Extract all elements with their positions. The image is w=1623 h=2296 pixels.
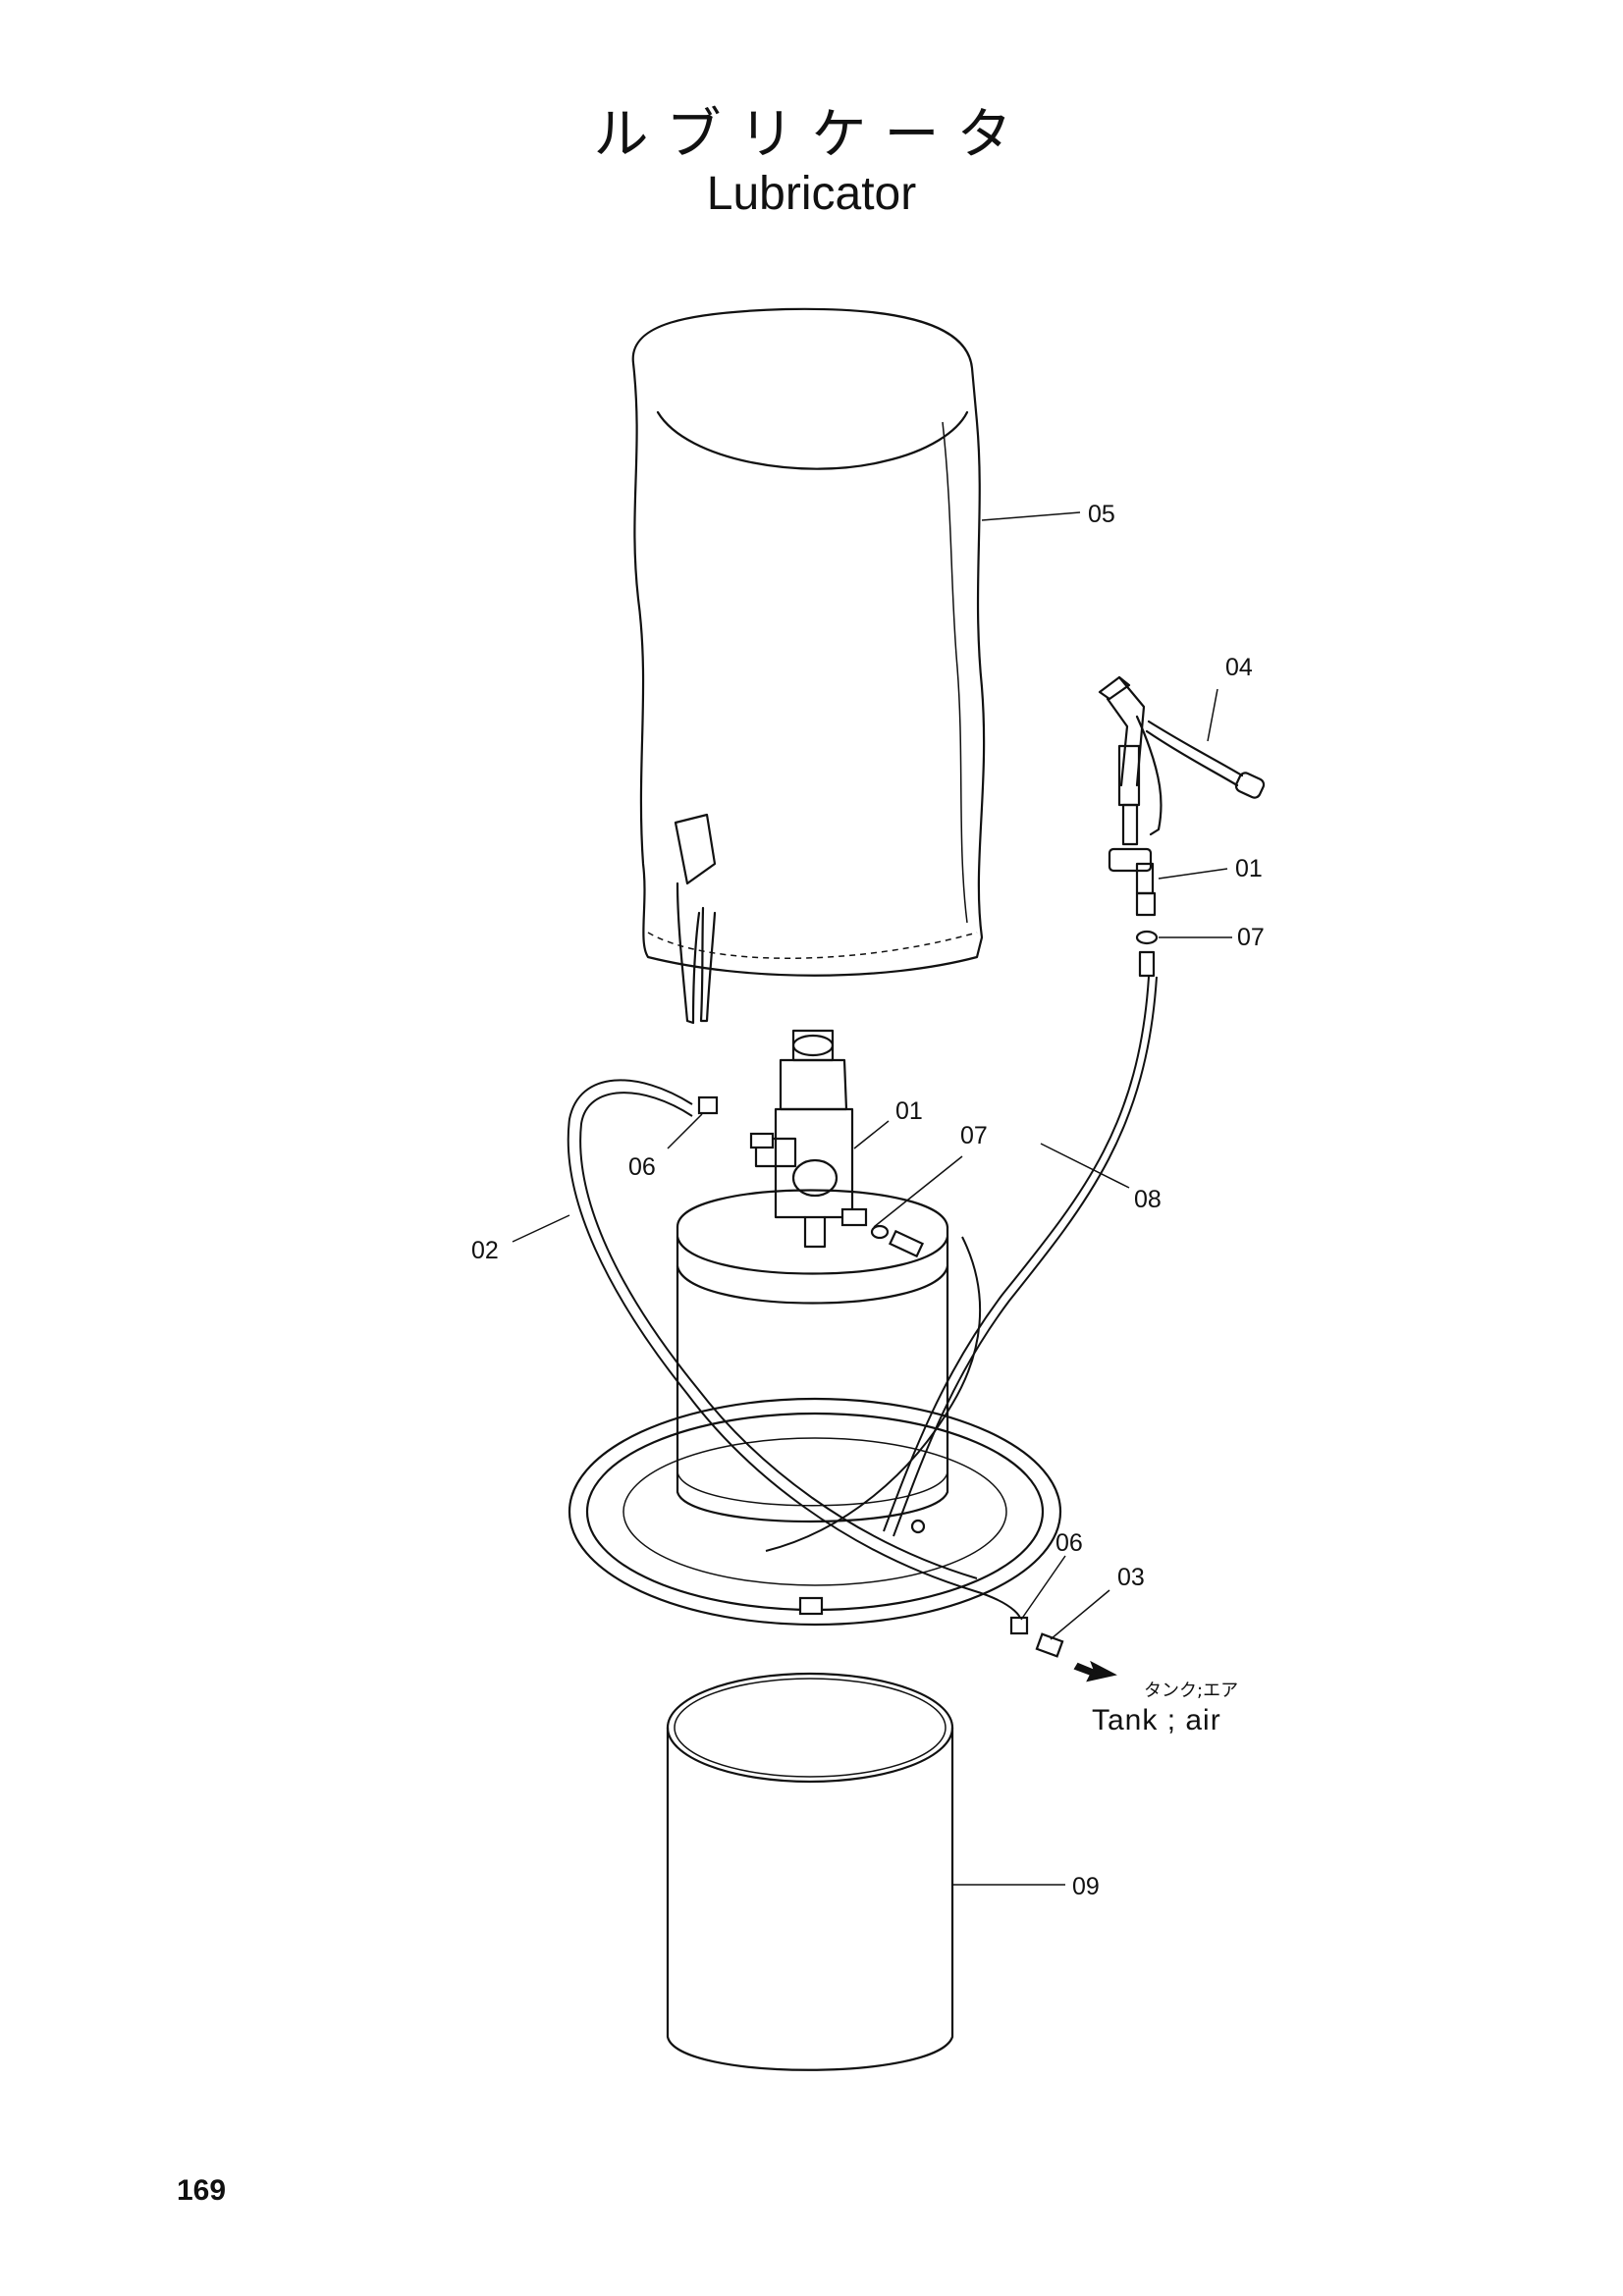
washer-top — [1135, 930, 1159, 945]
page-number: 169 — [177, 2174, 227, 2207]
hose-08-outer — [893, 976, 1158, 1537]
title-english: Lubricator — [706, 168, 917, 220]
hose-connector — [888, 1229, 925, 1258]
callout-06-left: 06 — [628, 1153, 656, 1181]
hose-loop-right — [765, 1236, 982, 1552]
callout-03: 03 — [1117, 1564, 1145, 1591]
drum-container — [676, 1189, 949, 1523]
callout-08: 08 — [1134, 1186, 1162, 1213]
callout-05: 05 — [1088, 501, 1115, 528]
title-japanese: ルブリケータ — [593, 103, 1030, 167]
destination-english: Tank ; air — [1092, 1704, 1221, 1736]
hose-02-inner — [579, 1092, 978, 1579]
callout-09: 09 — [1072, 1873, 1100, 1900]
outlet-arrow-icon — [1073, 1660, 1117, 1682]
callout-04: 04 — [1225, 654, 1253, 681]
callout-07-mid: 07 — [960, 1122, 988, 1149]
fitting-left — [749, 1132, 775, 1149]
leader-lines — [512, 511, 1232, 1886]
hose-02 — [567, 1079, 1022, 1630]
clamp-06-bottom — [1009, 1616, 1029, 1635]
destination-japanese: タンク;エア — [1144, 1681, 1238, 1701]
fitting-right — [840, 1207, 868, 1227]
callout-02: 02 — [471, 1237, 499, 1264]
grease-gun-valve — [1098, 675, 1266, 917]
base-plate — [568, 1397, 1062, 1627]
pail-bucket — [666, 1672, 954, 2071]
callout-06-bottom: 06 — [1055, 1529, 1083, 1557]
coupling-joint — [798, 1596, 824, 1616]
hose-08 — [883, 976, 1150, 1532]
hose-fitting-top — [1138, 950, 1156, 978]
nipple-03 — [1035, 1632, 1064, 1658]
clamp-06-top — [697, 1095, 719, 1115]
washer-mid — [870, 1224, 890, 1240]
callout-07-top: 07 — [1237, 924, 1265, 951]
callout-01-top: 01 — [1235, 855, 1263, 882]
callout-01-mid: 01 — [895, 1097, 923, 1125]
cover-bag — [631, 307, 986, 1025]
